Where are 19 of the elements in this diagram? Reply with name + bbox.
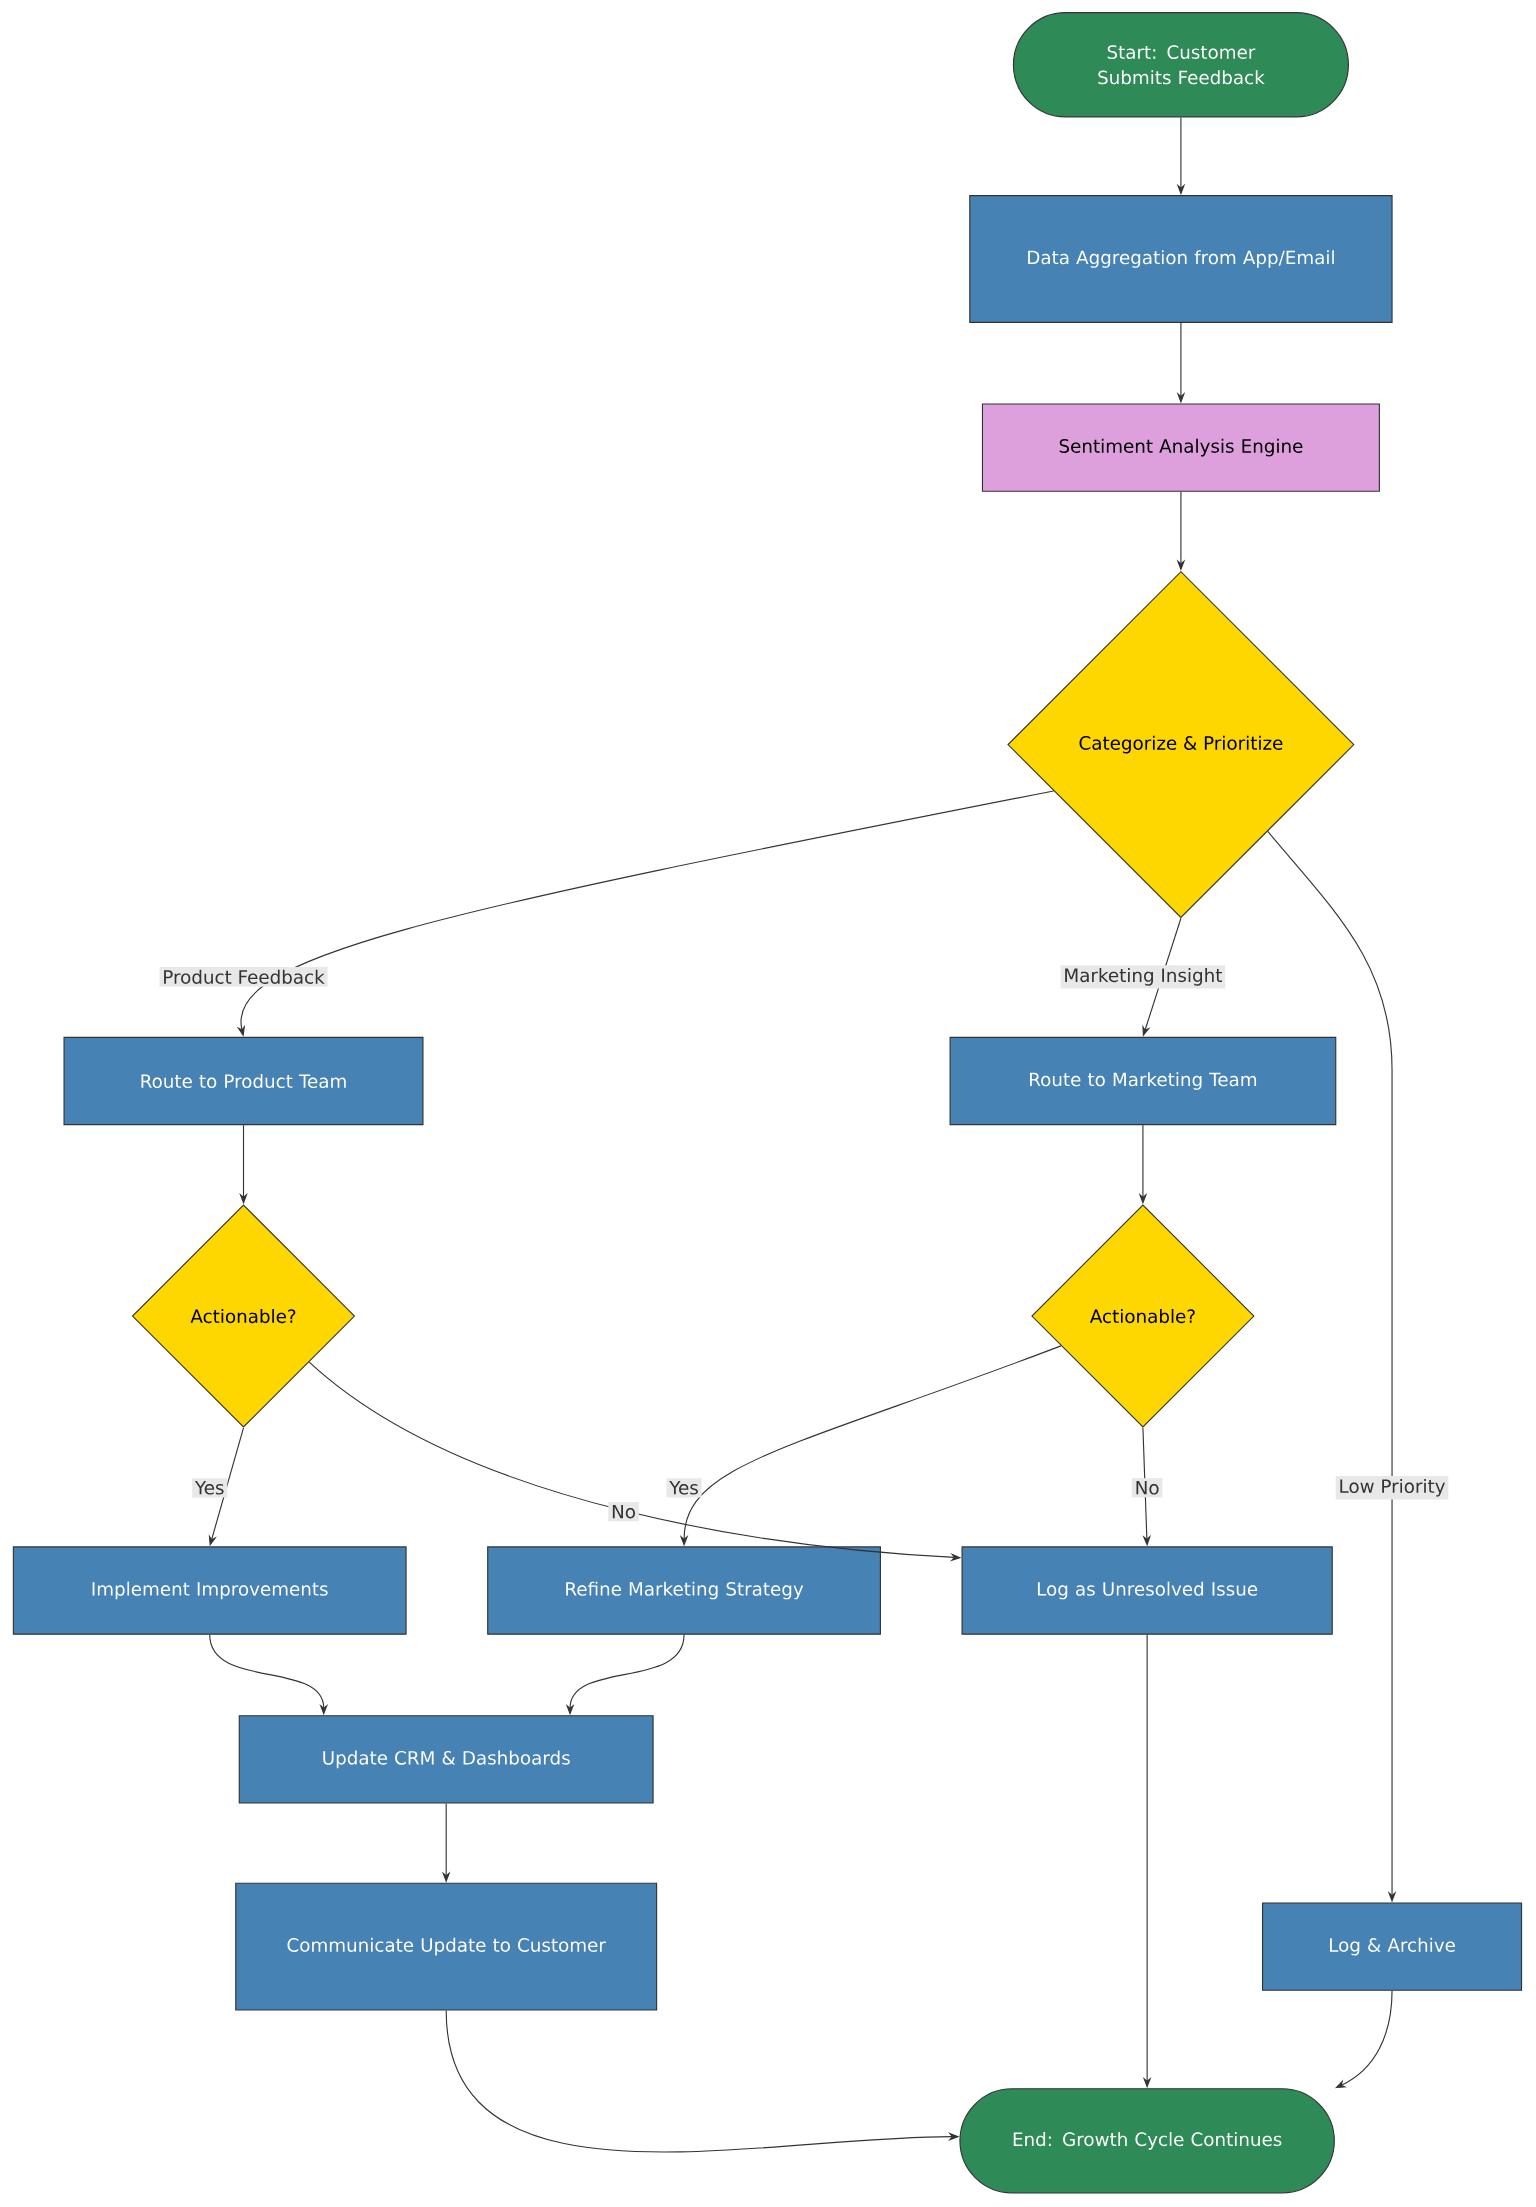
process-box: Route to Marketing Team xyxy=(949,1036,1337,1126)
edge-label: Marketing Insight xyxy=(1060,965,1226,989)
process-box: Route to Product Team xyxy=(63,1036,424,1126)
process-box: Log as Unresolved Issue xyxy=(961,1546,1333,1635)
process-box: Sentiment Analysis Engine xyxy=(982,403,1381,492)
edge-label: Yes xyxy=(666,1478,702,1498)
edge-label: No xyxy=(1132,1478,1163,1498)
terminal-pill: End: Growth Cycle Continues xyxy=(959,2088,1336,2194)
terminal-pill: Start: Customer Submits Feedback xyxy=(1013,12,1350,118)
edge-label: Low Priority xyxy=(1335,1476,1449,1500)
process-box: Refine Marketing Strategy xyxy=(487,1546,882,1635)
edge-label: Yes xyxy=(192,1478,228,1498)
process-box: Communicate Update to Customer xyxy=(235,1882,658,2011)
process-box: Implement Improvements xyxy=(13,1546,407,1635)
edge-label: Product Feedback xyxy=(159,966,328,987)
process-box: Data Aggregation from App/Email xyxy=(969,195,1393,323)
edge-label: No xyxy=(608,1502,639,1522)
process-box: Log & Archive xyxy=(1262,1902,1523,1991)
process-box: Update CRM & Dashboards xyxy=(238,1715,654,1804)
